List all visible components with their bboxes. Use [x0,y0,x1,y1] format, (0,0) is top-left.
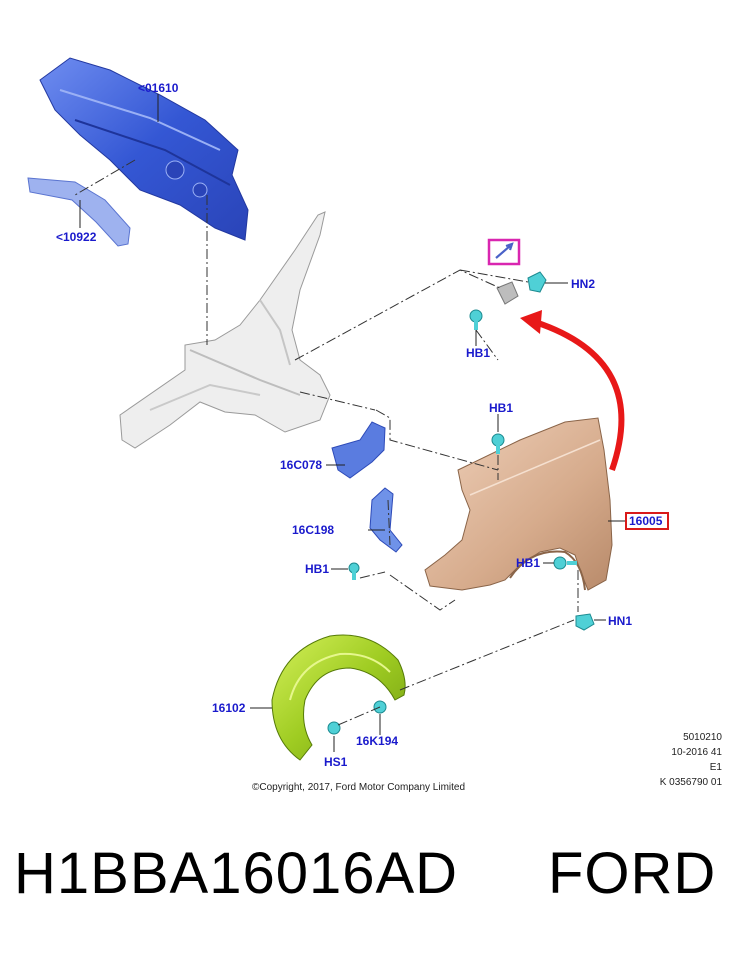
label-16005: 16005 [629,514,663,528]
brand-name: FORD [548,841,717,906]
bracket-16C198 [369,487,403,553]
label-dash-panel: <01610 [138,81,179,95]
fender-callout-box [625,512,669,530]
label-hs1: HS1 [324,755,348,769]
red-assembly-arrow [520,310,625,471]
leader-lines [79,94,626,752]
label-hb1-upper: HB1 [466,346,490,360]
fastener-hn1 [575,613,595,631]
fastener-hn2 [527,271,547,293]
wheel-arch-liner [271,634,406,761]
body-structure [119,211,331,449]
label-16c078: 16C078 [280,458,322,472]
doc-id-line-4: K 0356790 01 [659,777,722,788]
fastener-hb1-fender-top [491,433,505,454]
label-cowl-brace: <10922 [56,230,97,244]
label-hn1: HN1 [608,614,632,628]
fender-panel [424,417,613,591]
fastener-hs1 [327,721,341,735]
label-hb1-bracket: HB1 [305,562,329,576]
doc-id-line-2: 10-2016 41 [671,747,722,758]
document-id-block: 5010210 10-2016 41 E1 K 0356790 01 [660,730,722,790]
label-hb1-fender: HB1 [516,556,540,570]
fastener-hb1-upper [469,309,483,330]
label-hb1-fender-top: HB1 [489,401,513,415]
bracket-16C078 [331,421,386,479]
dash-panel [39,57,249,241]
label-hn2: HN2 [571,277,595,291]
doc-id-line-1: 5010210 [683,732,722,743]
cowl-brace [27,177,131,247]
doc-id-line-3: E1 [709,762,722,773]
fastener-hb1-bracket [348,562,360,580]
assembly-lines [74,159,579,726]
label-16c198: 16C198 [292,523,334,537]
label-16k194: 16K194 [356,734,398,748]
nut-highlight-box [487,238,521,266]
label-16102: 16102 [212,701,246,715]
part-number: H1BBA16016AD [14,841,459,906]
fastener-hb1-fender [553,556,577,570]
upper-small-bracket [496,281,519,305]
copyright-text: ©Copyright, 2017, Ford Motor Company Lim… [252,782,466,793]
